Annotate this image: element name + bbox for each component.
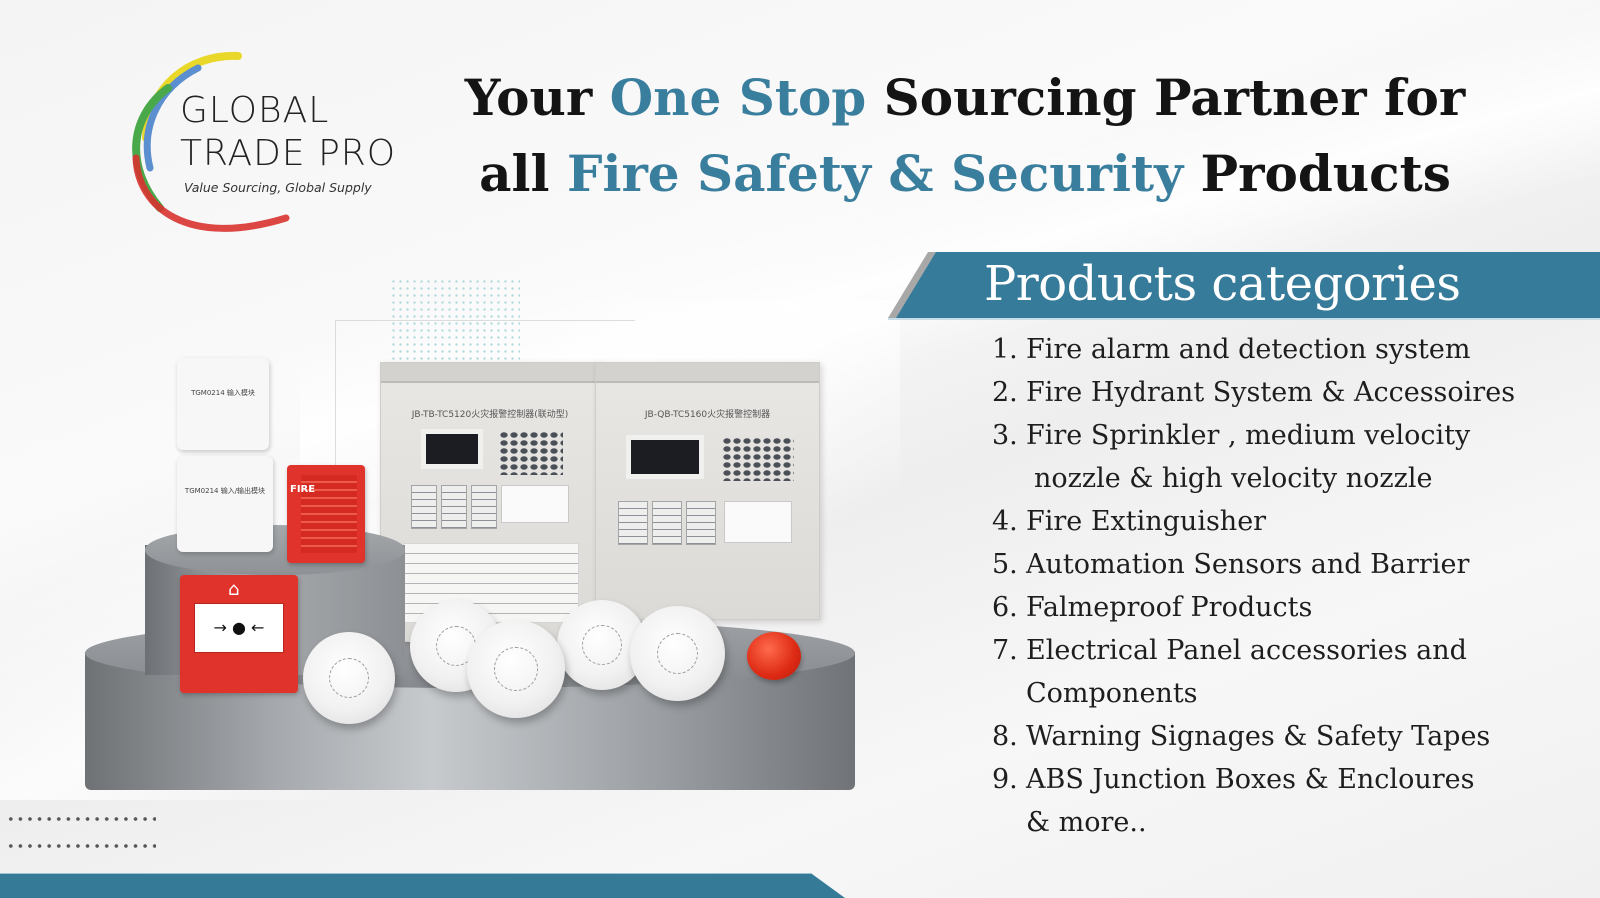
combo-detector bbox=[630, 606, 725, 701]
printer-slot bbox=[501, 485, 569, 523]
headline-line2: all Fire Safety & Security Products bbox=[420, 136, 1510, 212]
item-label: Components bbox=[1026, 678, 1198, 709]
item-label: nozzle & high velocity nozzle bbox=[1034, 463, 1433, 494]
item-number: 4. bbox=[992, 506, 1018, 537]
list-item: 2. Fire Hydrant System & Accessoires bbox=[992, 371, 1592, 414]
detector-vent bbox=[494, 647, 538, 691]
list-item-continuation: & more.. bbox=[992, 801, 1592, 844]
indicator-block bbox=[618, 501, 648, 545]
item-label: Fire Sprinkler , medium velocity bbox=[1026, 420, 1471, 451]
fire-alarm-control-panel: JB-QB-TC5160火灾报警控制器 bbox=[595, 362, 820, 620]
item-label: Automation Sensors and Barrier bbox=[1026, 549, 1470, 580]
headline-accent-text: One Stop bbox=[609, 68, 867, 127]
strobe-lens bbox=[301, 475, 357, 553]
module-label: TGM0214 输入模块 bbox=[191, 389, 255, 397]
indicator-block bbox=[686, 501, 716, 545]
item-number: 6. bbox=[992, 592, 1018, 623]
detector-vent bbox=[328, 657, 370, 699]
categories-banner: Products categories bbox=[888, 252, 1600, 318]
headline-text: Your bbox=[464, 68, 610, 127]
panel-lid bbox=[596, 363, 819, 383]
item-number: 1. bbox=[992, 334, 1018, 365]
list-item: 4. Fire Extinguisher bbox=[992, 500, 1592, 543]
list-item: 5. Automation Sensors and Barrier bbox=[992, 543, 1592, 586]
optical-detector bbox=[467, 620, 565, 718]
panel-screen bbox=[421, 429, 483, 469]
company-logo: GLOBAL TRADE PRO Value Sourcing, Global … bbox=[118, 48, 398, 248]
list-item-continuation: nozzle & high velocity nozzle bbox=[992, 457, 1592, 500]
list-item: 6. Falmeproof Products bbox=[992, 586, 1592, 629]
indicator-block bbox=[471, 485, 497, 529]
item-number: 5. bbox=[992, 549, 1018, 580]
heat-detector bbox=[303, 632, 395, 724]
panel-label: JB-QB-TC5160火灾报警控制器 bbox=[644, 410, 771, 420]
categories-list: 1. Fire alarm and detection system 2. Fire… bbox=[992, 328, 1592, 844]
item-label: & more.. bbox=[1026, 807, 1147, 838]
press-arrows-icon: → ● ← bbox=[213, 618, 265, 637]
fire-strobe-sounder: FIRE bbox=[287, 465, 365, 563]
mcp-window: → ● ← bbox=[194, 603, 284, 653]
headline-line1: Your One Stop Sourcing Partner for bbox=[420, 60, 1510, 136]
decorative-dots bbox=[6, 843, 156, 849]
io-module: TGM0214 输入/输出模块 bbox=[177, 456, 273, 552]
item-number: 2. bbox=[992, 377, 1018, 408]
item-number: 7. bbox=[992, 635, 1018, 666]
headline-accent-text: Fire Safety & Security bbox=[566, 144, 1184, 203]
logo-swoosh-icon bbox=[132, 51, 290, 232]
footer-banner bbox=[0, 874, 845, 898]
item-label: Falmeproof Products bbox=[1026, 592, 1313, 623]
categories-title: Products categories bbox=[984, 256, 1461, 312]
divider bbox=[888, 318, 1600, 320]
list-item: 8. Warning Signages & Safety Tapes bbox=[992, 715, 1592, 758]
detector-vent bbox=[582, 625, 622, 665]
product-showcase-image: JB-TB-TC5120火灾报警控制器(联动型) JB-QB-TC5160火灾报… bbox=[85, 270, 875, 790]
manual-call-point: ⌂ → ● ← bbox=[180, 575, 298, 693]
keypad-icon bbox=[499, 431, 563, 475]
logo-tagline: Value Sourcing, Global Supply bbox=[184, 180, 372, 195]
logo-text-line1: GLOBAL bbox=[180, 90, 330, 131]
panel-lid bbox=[381, 363, 599, 383]
item-label: Warning Signages & Safety Tapes bbox=[1026, 721, 1491, 752]
input-module: TGM0214 输入模块 bbox=[177, 358, 269, 450]
headline-text: all bbox=[479, 144, 567, 203]
indicator-block bbox=[441, 485, 467, 529]
headline-text: Products bbox=[1183, 144, 1451, 203]
list-item: 9. ABS Junction Boxes & Encloures bbox=[992, 758, 1592, 801]
item-label: Fire Extinguisher bbox=[1026, 506, 1267, 537]
list-item-continuation: Components bbox=[992, 672, 1592, 715]
logo-text-line2: TRADE PRO bbox=[180, 133, 397, 174]
strobe-label: FIRE bbox=[290, 483, 315, 496]
detector-vent bbox=[656, 632, 699, 675]
page-headline: Your One Stop Sourcing Partner for all F… bbox=[420, 60, 1510, 212]
house-fire-icon: ⌂ bbox=[228, 579, 240, 600]
item-label: Electrical Panel accessories and bbox=[1026, 635, 1467, 666]
banner-background bbox=[896, 252, 1600, 318]
item-label: Fire Hydrant System & Accessoires bbox=[1026, 377, 1516, 408]
item-label: Fire alarm and detection system bbox=[1026, 334, 1471, 365]
list-item: 7. Electrical Panel accessories and bbox=[992, 629, 1592, 672]
printer-slot bbox=[724, 501, 792, 543]
item-number: 9. bbox=[992, 764, 1018, 795]
item-number: 3. bbox=[992, 420, 1018, 451]
panel-screen bbox=[626, 435, 704, 479]
headline-text: Sourcing Partner for bbox=[866, 68, 1466, 127]
module-label: TGM0214 输入/输出模块 bbox=[184, 487, 266, 495]
indicator-block bbox=[411, 485, 437, 529]
keypad-icon bbox=[722, 437, 794, 481]
decorative-dot-grid bbox=[390, 278, 520, 368]
list-item: 3. Fire Sprinkler , medium velocity bbox=[992, 414, 1592, 457]
indicator-block bbox=[652, 501, 682, 545]
divider bbox=[0, 873, 812, 874]
red-beacon bbox=[747, 632, 801, 680]
item-number: 8. bbox=[992, 721, 1018, 752]
list-item: 1. Fire alarm and detection system bbox=[992, 328, 1592, 371]
item-label: ABS Junction Boxes & Encloures bbox=[1026, 764, 1475, 795]
smoke-detector bbox=[557, 600, 647, 690]
fire-alarm-control-panel: JB-TB-TC5120火灾报警控制器(联动型) bbox=[380, 362, 600, 642]
decorative-dots bbox=[6, 816, 156, 822]
panel-label: JB-TB-TC5120火灾报警控制器(联动型) bbox=[411, 410, 569, 420]
